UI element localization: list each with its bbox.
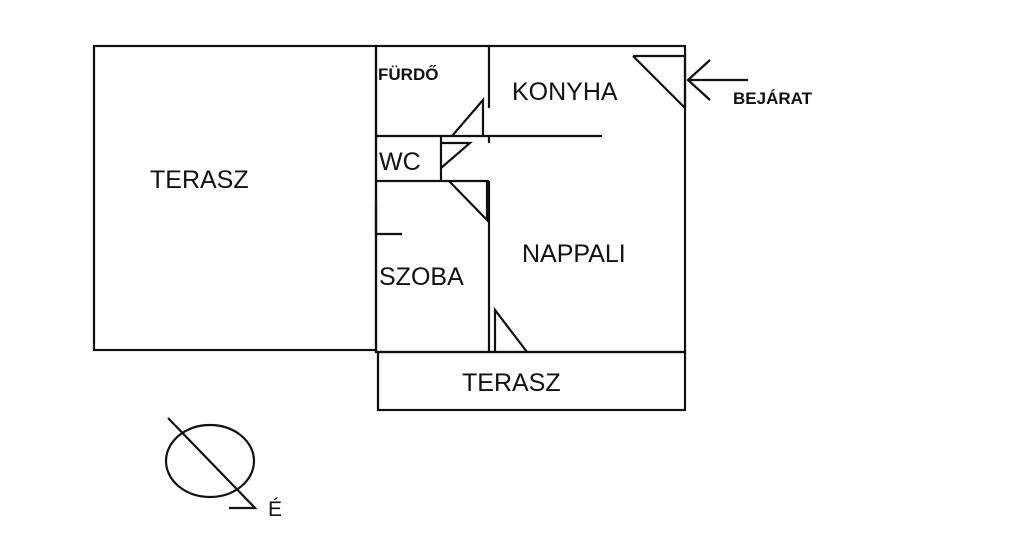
room-label-terrace-left: TERASZ (150, 166, 249, 194)
door-wc (440, 141, 473, 169)
terrace-left-outline (92, 44, 378, 352)
room-label-kitchen: KONYHA (512, 78, 618, 106)
compass-icon (164, 423, 256, 499)
entrance-arrow-head (686, 59, 711, 101)
compass-north-label: É (268, 498, 282, 521)
room-label-bathroom: FÜRDŐ (378, 65, 438, 84)
entrance-label: BEJÁRAT (733, 89, 813, 108)
door-room-top (448, 180, 489, 223)
terrace-bottom-outline (376, 350, 687, 412)
room-label-room: SZOBA (379, 263, 464, 291)
room-label-living-room: NAPPALI (522, 240, 626, 268)
room-label-wc: WC (379, 148, 421, 176)
door-room-left (374, 204, 402, 236)
room-label-terrace-bottom: TERASZ (462, 369, 561, 397)
compass-needle (167, 417, 258, 510)
door-living-bottom (493, 306, 528, 353)
door-bathroom (451, 97, 485, 137)
door-entrance (632, 54, 687, 111)
